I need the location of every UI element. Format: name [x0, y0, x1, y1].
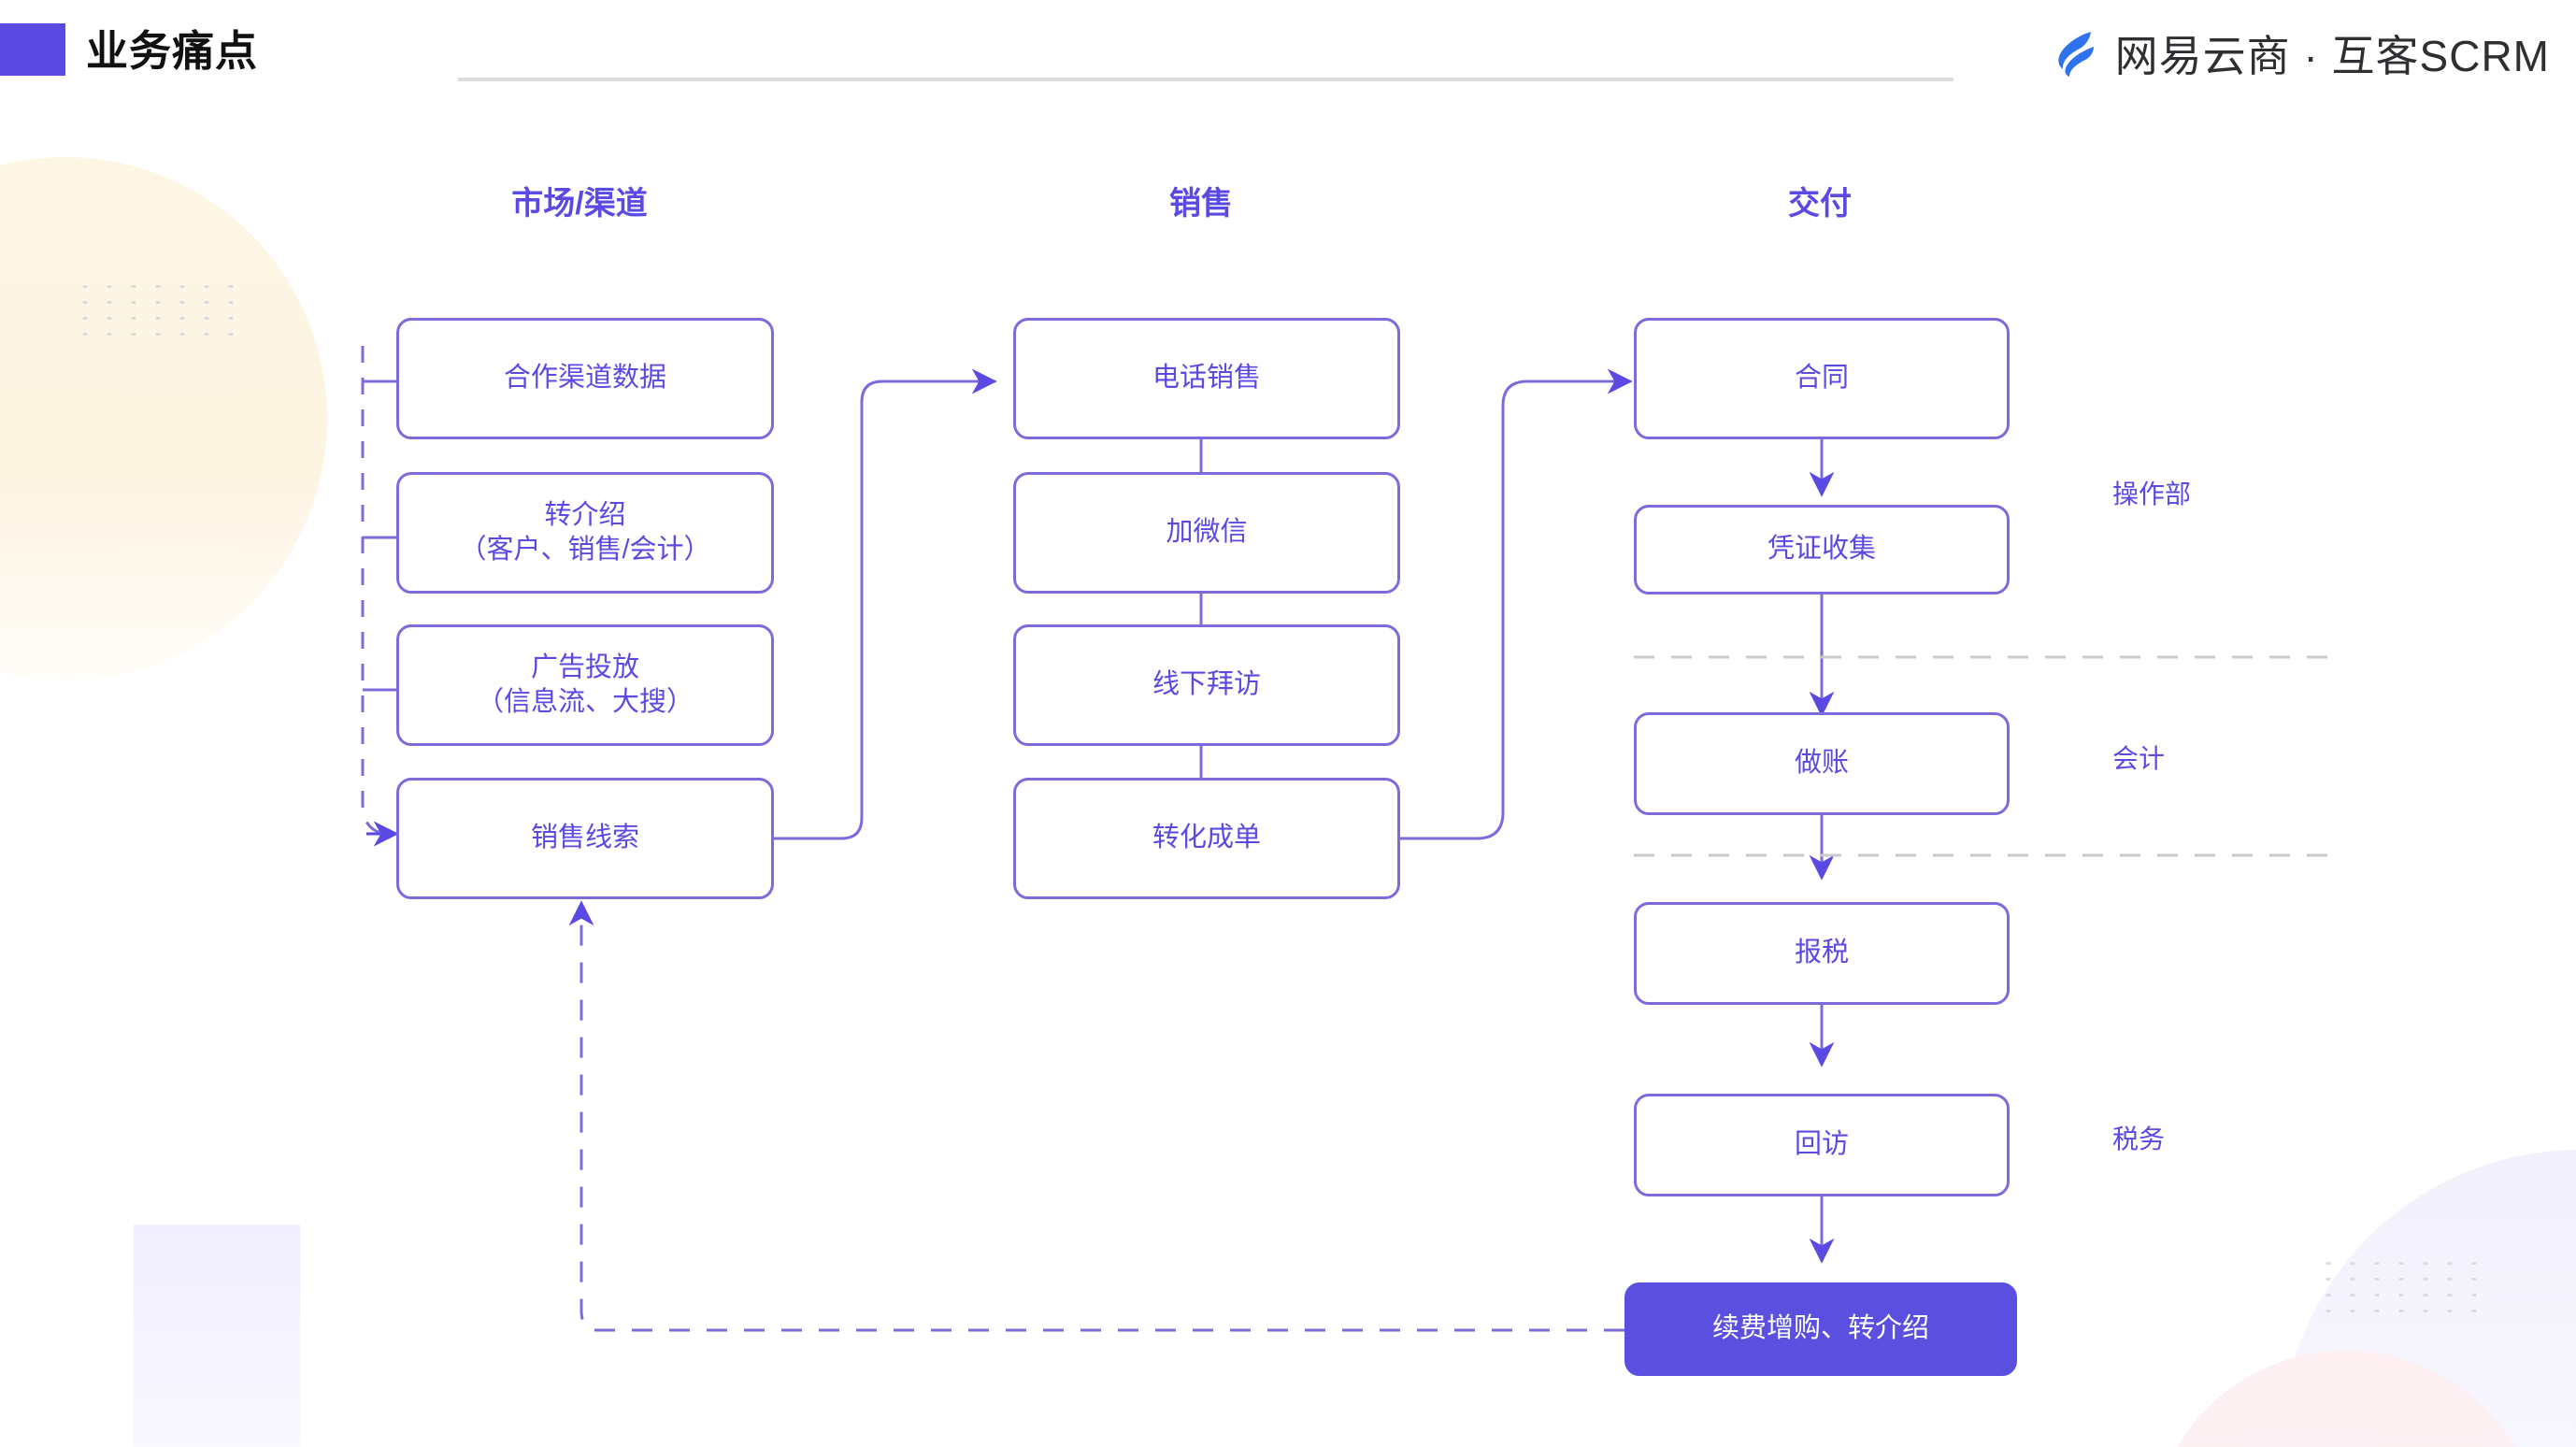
flow-node-bookkeeping[interactable]: 做账: [1634, 712, 2010, 815]
header-divider: [458, 78, 1953, 81]
brand-lockup: 网易云商 · 互客SCRM: [2050, 22, 2550, 84]
flow-node-follow-up-visit[interactable]: 回访: [1634, 1094, 2010, 1196]
flow-node-tax-filing[interactable]: 报税: [1634, 902, 2010, 1005]
flow-node-convert-order[interactable]: 转化成单: [1013, 778, 1400, 899]
flow-node-offline-visit[interactable]: 线下拜访: [1013, 624, 1400, 746]
flow-node-partner-channel-data[interactable]: 合作渠道数据: [396, 318, 774, 439]
dot-grid-decoration-right: [2316, 1255, 2490, 1323]
dot-grid-decoration-left: [73, 279, 247, 346]
flow-node-renew-upsell[interactable]: 续费增购、转介绍: [1624, 1282, 2017, 1376]
brand-name: 网易云商 · 互客SCRM: [2114, 32, 2550, 80]
netease-ribbon-icon: [2057, 32, 2094, 77]
column-header-sales: 销售: [1169, 186, 1233, 222]
column-header-market: 市场/渠道: [511, 186, 648, 222]
column-header-delivery: 交付: [1788, 186, 1852, 222]
flow-node-phone-sales[interactable]: 电话销售: [1013, 318, 1400, 439]
side-label-accounting: 会计: [2112, 744, 2166, 773]
flow-node-referral[interactable]: 转介绍 （客户、销售/会计）: [396, 472, 774, 594]
flow-node-add-wechat[interactable]: 加微信: [1013, 472, 1400, 594]
title-accent-block: [0, 23, 65, 76]
side-label-operations: 操作部: [2112, 480, 2192, 509]
side-label-taxation: 税务: [2112, 1125, 2166, 1153]
flow-node-contract[interactable]: 合同: [1634, 318, 2010, 439]
page-title: 业务痛点: [86, 27, 259, 75]
flow-node-sales-lead[interactable]: 销售线索: [396, 778, 774, 899]
flow-node-ad-placement[interactable]: 广告投放 （信息流、大搜）: [396, 624, 774, 746]
flow-node-voucher-collect[interactable]: 凭证收集: [1634, 505, 2010, 595]
